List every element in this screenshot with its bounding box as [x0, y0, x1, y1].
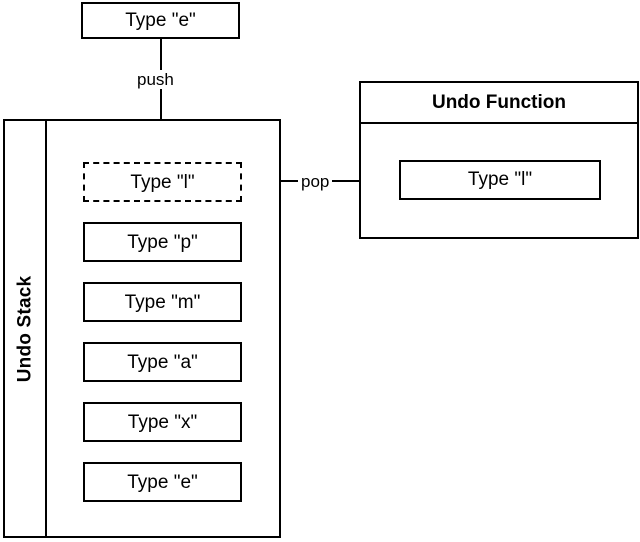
undo-stack-title: Undo Stack	[14, 275, 35, 382]
stack-item[interactable]: Type "a"	[83, 342, 242, 382]
stack-item[interactable]: Type "e"	[83, 462, 242, 502]
stack-item-label: Type "e"	[127, 471, 198, 493]
push-edge-label: push	[134, 70, 177, 89]
stack-item-label: Type "a"	[127, 351, 198, 373]
undo-function-panel: Undo Function Type "l"	[359, 81, 639, 239]
pop-edge-label: pop	[298, 172, 333, 191]
input-action-label: Type "e"	[125, 10, 196, 31]
input-action-box[interactable]: Type "e"	[81, 2, 240, 39]
stack-item[interactable]: Type "p"	[83, 222, 242, 262]
stack-item[interactable]: Type "x"	[83, 402, 242, 442]
undo-function-item-label: Type "l"	[467, 169, 533, 190]
undo-function-item-box[interactable]: Type "l"	[399, 160, 601, 200]
undo-stack-container: Undo Stack Type "l" Type "p" Type "m" Type …	[3, 119, 281, 538]
stack-item-label: Type "p"	[127, 231, 198, 253]
stack-item-label: Type "x"	[127, 411, 198, 433]
stack-item[interactable]: Type "l"	[83, 162, 242, 202]
stack-item-label: Type "m"	[124, 291, 201, 313]
undo-function-title: Undo Function	[361, 83, 637, 124]
stack-item[interactable]: Type "m"	[83, 282, 242, 322]
stack-item-label: Type "l"	[130, 171, 195, 193]
undo-stack-label-cell: Undo Stack	[5, 121, 47, 536]
